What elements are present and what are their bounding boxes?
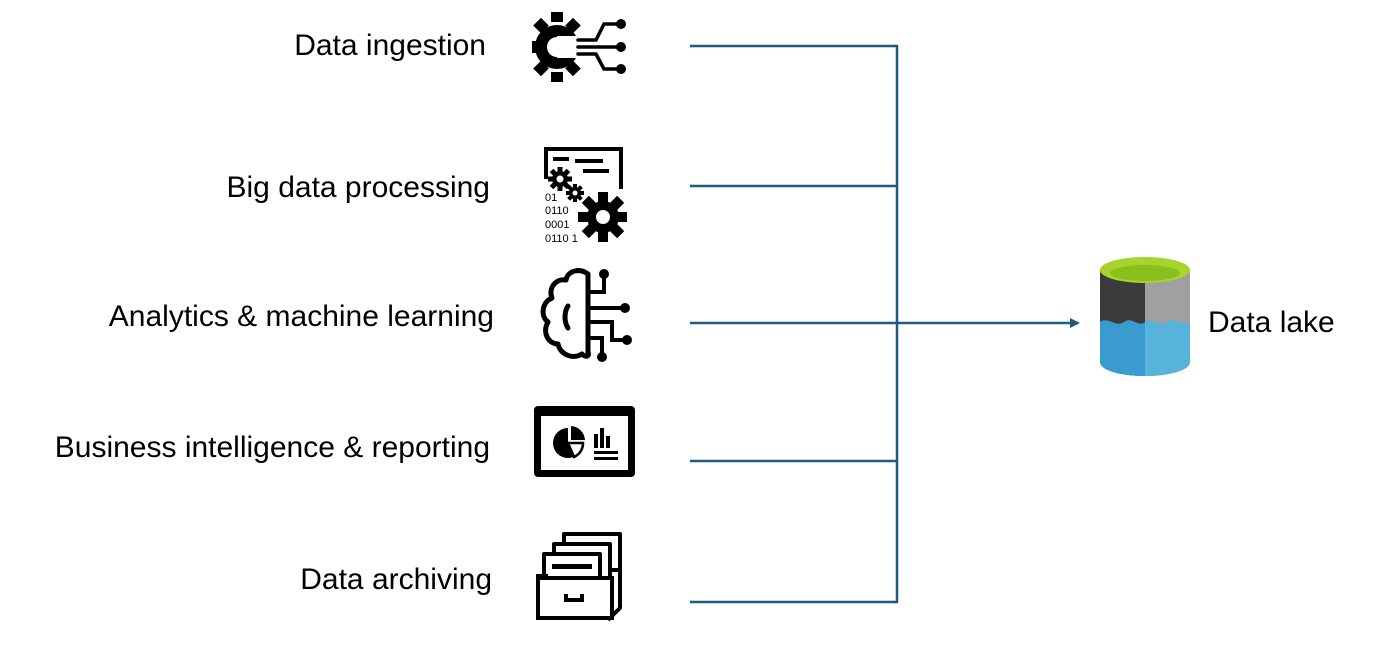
source-label-data-archiving: Data archiving (300, 563, 492, 596)
data-lake-cylinder-icon (1100, 257, 1190, 376)
source-label-big-data-processing: Big data processing (226, 171, 491, 204)
binary-line-4: 0110 1 (545, 233, 578, 245)
dashboard-report-icon (534, 406, 635, 477)
brain-circuit-icon (540, 268, 632, 362)
binary-line-1: 01 (545, 192, 557, 204)
source-label-analytics-machine-learning: Analytics & machine learning (108, 300, 494, 333)
data-processing-gears-icon: 01 0110 0001 0110 1 (544, 147, 627, 245)
binary-line-3: 0001 (545, 219, 569, 231)
binary-line-2: 0110 (545, 205, 569, 217)
source-label-data-ingestion: Data ingestion (294, 29, 486, 62)
source-label-business-intelligence-reporting: Business intelligence & reporting (54, 431, 490, 464)
file-archive-drawer-icon (536, 532, 622, 622)
gear-circuit-icon (532, 12, 626, 82)
target-label-data-lake: Data lake (1208, 306, 1335, 339)
